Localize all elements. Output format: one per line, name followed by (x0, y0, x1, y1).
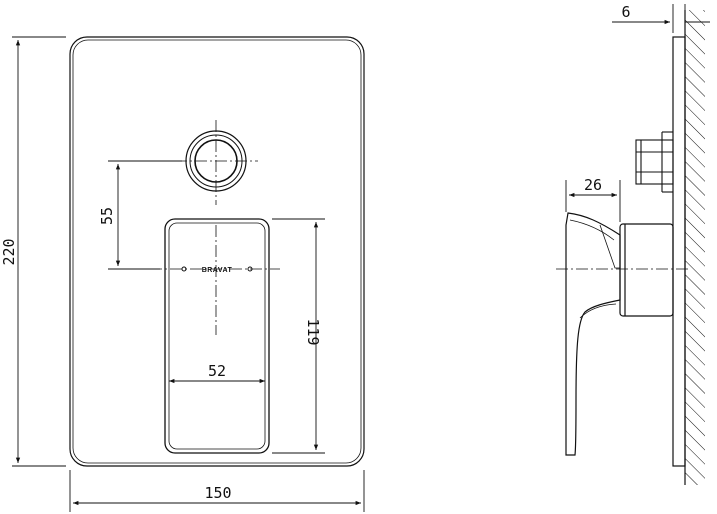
dim-label-plate-thickness: 6 (621, 3, 630, 21)
cover-plate-inner-outline (72, 39, 362, 464)
cover-plate-side (672, 36, 686, 467)
wall-section (685, 10, 705, 485)
dim-label-lever-projection: 26 (584, 176, 602, 194)
dim-label-total-width: 150 (204, 484, 231, 502)
front-dimensions (12, 36, 365, 512)
diverter-knob-side (635, 131, 674, 193)
lever-handle-front (164, 218, 270, 454)
center-lines (150, 120, 280, 335)
cover-plate-outline (69, 36, 365, 467)
dim-label-knob-spacing: 55 (98, 207, 116, 225)
brand-logo: BRAVAT (202, 267, 233, 274)
lever-side (565, 212, 674, 456)
dim-label-lever-width: 52 (208, 362, 226, 380)
side-dimensions (565, 4, 710, 222)
dim-label-total-height: 220 (0, 238, 18, 265)
side-view (556, 10, 705, 485)
front-view (69, 36, 365, 467)
dim-label-lever-height: 119 (304, 318, 322, 345)
